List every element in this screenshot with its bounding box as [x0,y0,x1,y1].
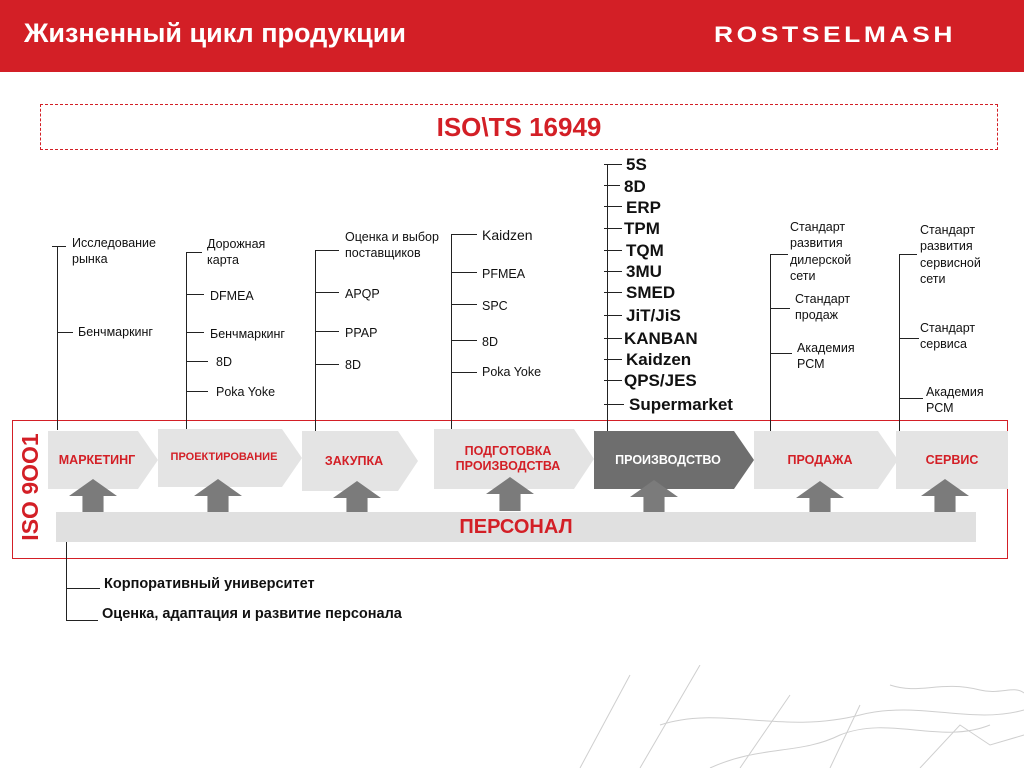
branch-item: Стандарт развития сервисной сети [920,223,981,286]
tick [604,404,624,405]
tick [315,250,339,251]
stage-production: ПРОИЗВОДСТВО [594,431,754,489]
branch-item: Kaidzen [626,350,692,369]
branch-line-design [186,252,187,430]
branch-item: TPM [624,219,660,238]
stage-design: ПРОЕКТИРОВАНИЕ [158,429,302,487]
branch-item: 8D [345,358,361,372]
iso-ts-box: ISO\TS 16949 [40,104,998,150]
tick [186,332,204,333]
stage-sales: ПРОДАЖА [754,431,898,489]
branch-line-prep [451,234,452,432]
branch-line-production [607,164,608,432]
branch-item: Poka Yoke [216,385,276,399]
branch-item: Kaidzen [482,227,533,243]
stage-purchasing: ЗАКУПКА [302,431,418,491]
branch-line-sales [770,254,771,432]
branch-item: ERP [626,198,661,217]
branch-item: 8D [624,177,646,196]
tick [770,353,792,354]
tick [451,272,477,273]
branch-item: Академия РСМ [926,385,984,416]
page-title: Жизненный цикл продукции [24,18,406,48]
branch-item: Supermarket [629,395,733,414]
branch-line-service [899,254,900,432]
tick [770,308,790,309]
tick [899,398,923,399]
tick [451,372,477,373]
branch-item: 3MU [626,262,662,281]
branch-item: 8D [482,335,498,349]
branch-line-purchasing [315,250,316,432]
tick [451,234,477,235]
tick [66,588,100,589]
branch-item: 8D [216,355,232,369]
tick [604,206,622,207]
tick [66,620,98,621]
branch-item: JiT/JiS [626,306,681,325]
tick [604,228,622,229]
tick [899,254,917,255]
tick [186,252,202,253]
tick [604,271,622,272]
footer-item-development: Оценка, адаптация и развитие персонала [102,606,402,622]
personnel-line [66,542,67,620]
branch-item: Стандарт продаж [795,292,851,323]
branch-item: Исследование рынка [72,236,156,267]
tick [604,292,622,293]
branch-item: QPS/JES [624,371,697,390]
brand-logo: ROSTSELMASH [714,22,957,47]
branch-item: Бенчмаркинг [210,327,285,341]
branch-item: PPAP [345,326,378,340]
personnel-bar: ПЕРСОНАЛ [56,512,976,542]
branch-item: TQM [626,241,664,260]
tick [315,331,339,332]
branch-item: 5S [626,155,647,174]
branch-item: Стандарт сервиса [920,321,976,352]
tick [451,340,477,341]
personnel-label: ПЕРСОНАЛ [459,516,573,538]
header-bar: Жизненный цикл продукции ROSTSELMASH [0,0,1024,72]
tick [604,185,620,186]
tick [186,391,208,392]
branch-item: Академия РСМ [797,341,855,372]
stage-prep: ПОДГОТОВКА ПРОИЗВОДСТВА [434,429,594,489]
branch-item: SMED [626,283,676,302]
tick [315,364,339,365]
branch-item: SPC [482,299,508,313]
map-background [579,665,1024,768]
footer-item-university: Корпоративный университет [104,576,315,592]
tick [315,292,339,293]
tick [52,246,66,247]
branch-item: KANBAN [624,329,698,348]
branch-line-marketing [57,246,58,430]
branch-item: APQP [345,287,380,301]
branch-item: Оценка и выбор поставщиков [345,230,439,261]
tick [186,361,208,362]
tick [604,380,622,381]
iso-ts-label: ISO\TS 16949 [436,112,602,142]
branch-item: PFMEA [482,267,526,281]
tick [186,294,204,295]
tick [57,332,73,333]
tick [604,338,622,339]
tick [604,250,622,251]
stage-marketing: МАРКЕТИНГ [48,431,158,489]
tick [770,254,788,255]
tick [451,304,477,305]
branch-item: Дорожная карта [207,237,266,268]
tick [899,338,919,339]
stage-service: СЕРВИС [896,431,1008,489]
process-frame [12,420,1008,559]
tick [604,315,622,316]
branch-item: Бенчмаркинг [78,325,153,339]
branch-item: DFMEA [210,289,254,303]
iso9001-label: ISO 9OO1 [17,433,43,541]
tick [604,164,622,165]
branch-item: Poka Yoke [482,365,542,379]
branch-item: Стандарт развития дилерской сети [790,220,852,283]
tick [604,359,622,360]
